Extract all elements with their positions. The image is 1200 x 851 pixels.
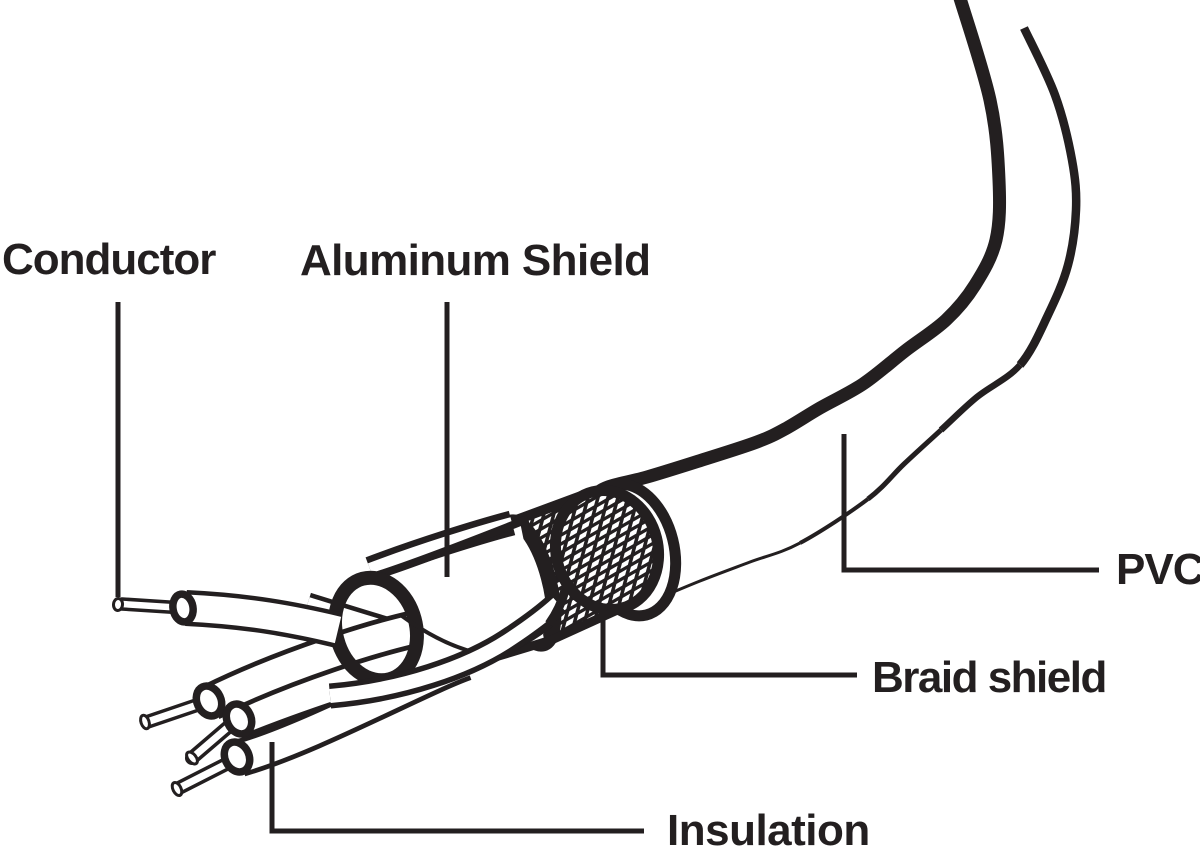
svg-text:Braid shield: Braid shield: [872, 653, 1106, 702]
svg-text:Aluminum Shield: Aluminum Shield: [300, 236, 650, 285]
svg-text:Conductor: Conductor: [2, 235, 216, 284]
svg-text:Insulation: Insulation: [667, 806, 870, 851]
svg-text:PVC: PVC: [1116, 545, 1200, 594]
